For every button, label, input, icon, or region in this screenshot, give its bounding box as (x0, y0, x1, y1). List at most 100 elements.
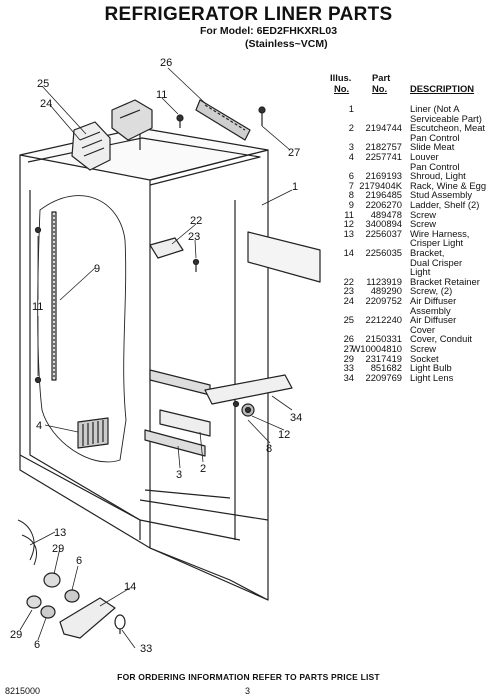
conduit-cover (195, 99, 251, 141)
description-line: Pan Control (410, 160, 460, 172)
callout-23: 23 (188, 231, 200, 243)
callout-33: 33 (140, 643, 152, 655)
screw-top-27 (258, 106, 266, 126)
part-description: Wire Harness,Crisper Light (410, 229, 497, 248)
illus-number: 24 (343, 295, 354, 306)
part-description: Bracket Retainer (410, 277, 497, 287)
part-number: 851682 (370, 362, 402, 374)
illus-number: 27 (343, 343, 354, 354)
header-illus: Illus. No. (330, 72, 352, 94)
illus-number: 23 (343, 285, 354, 297)
bracket-retainer (149, 237, 184, 259)
table-row: 9 2206270 Ladder, Shelf (2) (326, 200, 496, 210)
part-number: 3400894 (365, 218, 403, 230)
callout-1: 1 (292, 181, 298, 193)
description-line: Screw, (2) (410, 285, 453, 297)
part-description: Light Bulb (410, 363, 497, 373)
illus-number: 7 (348, 179, 354, 191)
illus-number: 14 (343, 247, 354, 258)
page-number: 3 (245, 686, 251, 696)
description-line: Liner (Not A (410, 103, 460, 114)
air-diffuser-assembly (111, 99, 153, 141)
document-number: 8215000 (5, 686, 41, 696)
description-line: Ladder, Shelf (2) (410, 199, 480, 210)
part-number: 2317419 (365, 352, 403, 364)
part-number: 2194744 (365, 122, 403, 134)
description-line: Dual Crisper (410, 256, 463, 268)
screw-12 (232, 400, 240, 408)
screw-left-11a (34, 226, 42, 234)
callout-11-left: 11 (32, 301, 43, 313)
illus-number: 29 (343, 352, 354, 364)
illus-number: 6 (348, 170, 354, 182)
illus-number: 1 (348, 103, 354, 114)
header-part: Part No. (372, 72, 391, 94)
callout-24: 24 (40, 98, 52, 110)
part-description: Light Lens (410, 373, 497, 383)
description-line: Rack, Wine & Egg (410, 179, 487, 191)
part-number: 489478 (370, 208, 402, 220)
illus-number: 4 (348, 151, 354, 162)
header-description: DESCRIPTION (410, 83, 475, 94)
callout-34: 34 (290, 412, 302, 424)
description-line: Screw (410, 218, 437, 230)
model-number: For Model: 6ED2FHKXRL03 (200, 25, 338, 37)
light-bulb (114, 614, 126, 634)
description-line: Louver (410, 151, 439, 162)
illus-number: 3 (348, 141, 354, 153)
callout-2: 2 (200, 463, 206, 475)
stud-assembly (241, 403, 255, 417)
part-number: 2256037 (365, 227, 403, 239)
part-description: Ladder, Shelf (2) (410, 200, 497, 210)
description-line: Cover (410, 323, 436, 335)
callout-13: 13 (54, 527, 66, 539)
callout-26: 26 (160, 57, 172, 69)
callout-3: 3 (176, 469, 182, 481)
illus-number: 11 (344, 208, 354, 220)
illus-number: 9 (348, 199, 354, 210)
part-number: 2182757 (365, 141, 403, 153)
shelf-ladder (51, 211, 57, 381)
light-lens (204, 374, 293, 405)
description-line: Slide Meat (410, 141, 455, 153)
description-line: Light Lens (410, 371, 454, 383)
callout-6-a: 6 (76, 555, 82, 567)
description-line: Light (410, 266, 431, 278)
callout-29-b: 29 (10, 629, 22, 641)
illus-number: 26 (343, 333, 354, 345)
callout-25: 25 (37, 78, 49, 90)
part-number: 2257741 (365, 151, 403, 162)
ordering-note: FOR ORDERING INFORMATION REFER TO PARTS … (117, 672, 380, 682)
screw-top-11 (176, 114, 184, 128)
callout-8: 8 (266, 443, 272, 455)
part-number: 2206270 (365, 199, 403, 210)
part-description: Screw (410, 219, 497, 229)
description-line: Cover, Conduit (410, 333, 473, 345)
illus-number: 13 (343, 227, 354, 239)
part-description: Slide Meat (410, 142, 497, 152)
callout-6-b: 6 (34, 639, 40, 651)
part-number: 2179404K (359, 179, 402, 191)
description-line: Socket (410, 352, 439, 364)
description-line: Escutcheon, Meat (410, 122, 486, 134)
table-row: 13 2256037 Wire Harness,Crisper Light (326, 229, 496, 248)
shroud-6a (64, 589, 80, 603)
illus-number: 22 (343, 275, 354, 287)
illus-number: 34 (343, 371, 354, 383)
illus-number: 12 (343, 218, 354, 230)
part-description: Socket (410, 352, 497, 364)
dual-crisper-bracket (59, 597, 116, 639)
callout-12: 12 (278, 429, 290, 441)
